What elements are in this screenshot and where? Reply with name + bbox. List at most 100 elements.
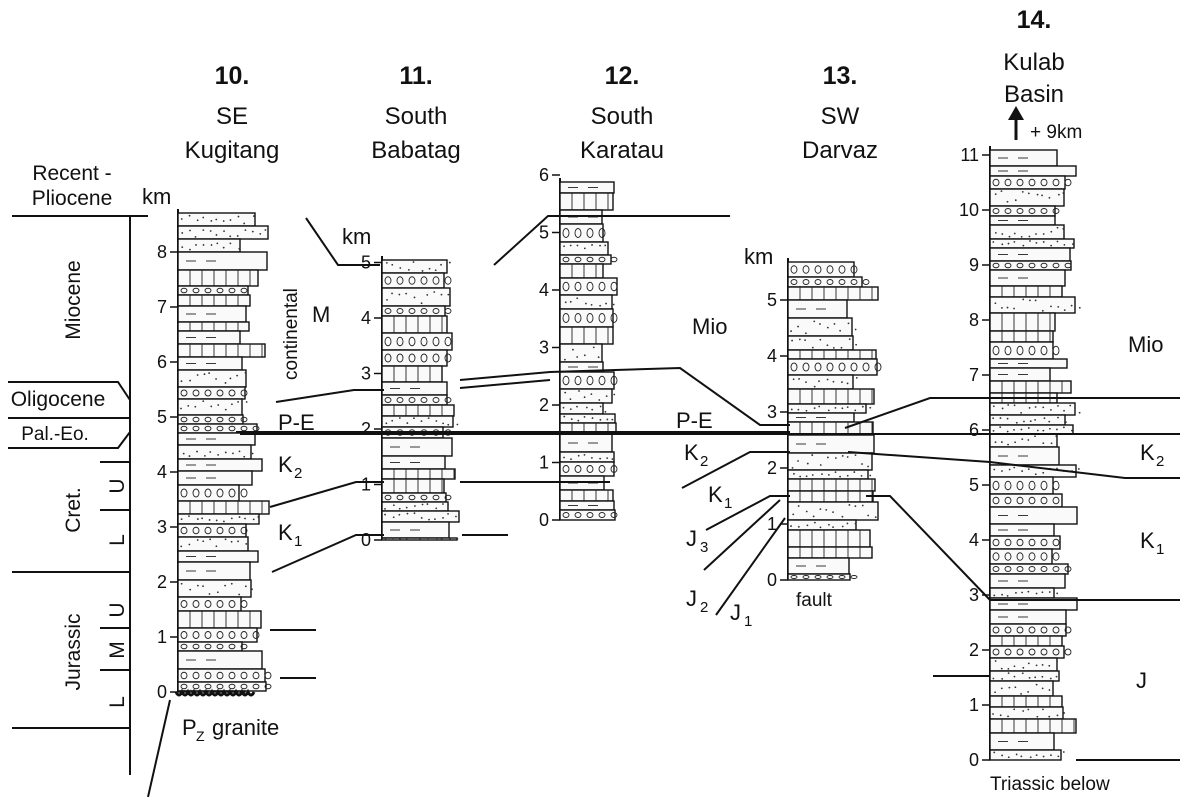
sand-dot bbox=[813, 320, 815, 322]
km-tick-label: 4 bbox=[969, 530, 979, 550]
sand-dot bbox=[224, 585, 226, 587]
sand-dot bbox=[408, 269, 410, 271]
sand-dot bbox=[1021, 236, 1023, 238]
sand-dot bbox=[820, 526, 822, 528]
sand-dot bbox=[257, 516, 259, 518]
sand-dot bbox=[243, 223, 245, 225]
sand-dot bbox=[1072, 243, 1074, 245]
sand-dot bbox=[265, 229, 267, 231]
sand-dot bbox=[564, 392, 566, 394]
sand-dot bbox=[1035, 473, 1037, 475]
rock-bed bbox=[990, 624, 1066, 636]
sand-dot bbox=[223, 521, 225, 523]
sand-dot bbox=[253, 215, 255, 217]
sand-dot bbox=[1042, 430, 1044, 432]
sand-dot bbox=[813, 516, 815, 518]
sand-dot bbox=[1050, 409, 1052, 411]
epoch-jur-upper: U bbox=[106, 602, 129, 617]
km-tick-label: 10 bbox=[959, 200, 979, 220]
rock-bed bbox=[560, 295, 612, 309]
sand-dot bbox=[847, 406, 849, 408]
sand-dot bbox=[1049, 428, 1051, 430]
sand-dot bbox=[427, 503, 429, 505]
sand-dot bbox=[1048, 421, 1050, 423]
km-tick-label: 8 bbox=[157, 242, 167, 262]
rock-bed bbox=[178, 415, 243, 424]
sand-dot bbox=[231, 541, 233, 543]
sand-dot bbox=[384, 514, 386, 516]
sand-dot bbox=[399, 508, 401, 510]
sand-dot bbox=[434, 518, 436, 520]
pebble bbox=[241, 601, 247, 608]
sand-dot bbox=[791, 409, 793, 411]
col11-name-line2: Babatag bbox=[371, 137, 460, 164]
sand-dot bbox=[847, 523, 849, 525]
sand-dot bbox=[1028, 192, 1030, 194]
epoch-cret-lower: L bbox=[106, 534, 129, 546]
sand-dot bbox=[585, 303, 587, 305]
rock-bed bbox=[178, 628, 257, 642]
sand-dot bbox=[1023, 421, 1025, 423]
sand-dot bbox=[195, 244, 197, 246]
sand-dot bbox=[994, 691, 996, 693]
sand-dot bbox=[807, 463, 809, 465]
sand-dot bbox=[188, 515, 190, 517]
sand-dot bbox=[1000, 417, 1002, 419]
km-tick-label: 1 bbox=[157, 627, 167, 647]
sand-dot bbox=[992, 678, 994, 680]
sand-dot bbox=[1001, 190, 1003, 192]
col10-label-K2-sub: 2 bbox=[294, 465, 302, 482]
epoch-paleo-eocene: Pal.-Eo. bbox=[21, 424, 89, 445]
sand-dot bbox=[798, 526, 800, 528]
rock-bed bbox=[382, 316, 447, 333]
sand-dot bbox=[1009, 236, 1011, 238]
rock-bed bbox=[788, 520, 856, 530]
sand-dot bbox=[237, 235, 239, 237]
sand-dot bbox=[384, 508, 386, 510]
sand-dot bbox=[797, 460, 799, 462]
sand-dot bbox=[1055, 435, 1057, 437]
rock-bed bbox=[178, 226, 268, 239]
sand-dot bbox=[209, 519, 211, 521]
sand-dot bbox=[441, 538, 443, 540]
sand-dot bbox=[181, 518, 183, 520]
sand-dot bbox=[194, 406, 196, 408]
sand-dot bbox=[1041, 195, 1043, 197]
sand-dot bbox=[791, 340, 793, 342]
sand-dot bbox=[415, 537, 417, 539]
col13-name-line1: SW bbox=[821, 103, 860, 130]
rock-bed bbox=[178, 399, 242, 415]
sand-dot bbox=[856, 377, 858, 379]
sand-dot bbox=[449, 538, 451, 540]
sand-dot bbox=[591, 457, 593, 459]
sand-dot bbox=[869, 475, 871, 477]
col14-label-K1: K bbox=[1140, 528, 1155, 553]
column-titles: 10. SE Kugitang 11. South Babatag 12. So… bbox=[185, 6, 1083, 164]
pebble bbox=[445, 309, 451, 314]
sand-dot bbox=[1041, 591, 1043, 593]
sand-dot bbox=[1048, 665, 1050, 667]
sand-dot bbox=[1028, 468, 1030, 470]
sand-dot bbox=[225, 538, 227, 540]
sand-dot bbox=[1062, 228, 1064, 230]
rock-bed bbox=[990, 425, 1073, 434]
rock-bed bbox=[178, 344, 265, 357]
sand-dot bbox=[1022, 245, 1024, 247]
sand-dot bbox=[1016, 754, 1018, 756]
col13-number: 13. bbox=[823, 62, 858, 90]
sand-dot bbox=[1034, 676, 1036, 678]
sand-dot bbox=[1049, 689, 1051, 691]
sand-dot bbox=[435, 269, 437, 271]
sand-dot bbox=[847, 456, 849, 458]
sand-dot bbox=[1071, 430, 1073, 432]
sand-dot bbox=[211, 244, 213, 246]
sand-dot bbox=[1036, 684, 1038, 686]
rock-bed bbox=[560, 327, 613, 344]
sand-dot bbox=[814, 386, 816, 388]
sand-dot bbox=[849, 338, 851, 340]
sand-dot bbox=[995, 232, 997, 234]
sand-dot bbox=[1064, 244, 1066, 246]
km-tick-label: 7 bbox=[969, 365, 979, 385]
rock-bed bbox=[990, 658, 1057, 671]
sand-dot bbox=[414, 297, 416, 299]
